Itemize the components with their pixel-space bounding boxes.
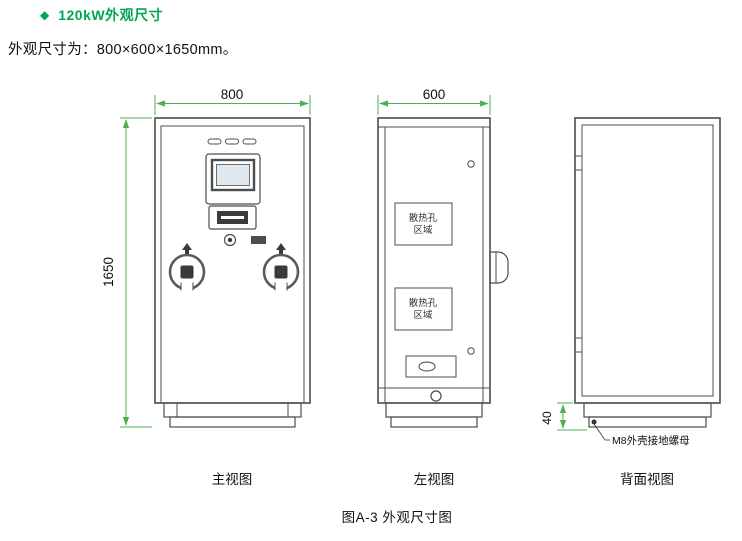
insert-arrow-icon bbox=[182, 243, 286, 254]
back-cabinet-outline bbox=[574, 117, 721, 404]
dim-base-height: 40 bbox=[540, 411, 554, 425]
figure-caption: 图A-3 外观尺寸图 bbox=[341, 510, 453, 525]
vent-label-upper-line1: 散热孔 bbox=[409, 212, 438, 224]
side-view-drawing bbox=[377, 117, 509, 428]
dim-side-depth: 600 bbox=[423, 87, 446, 102]
back-view-drawing bbox=[574, 117, 721, 441]
front-view-label: 主视图 bbox=[212, 472, 253, 487]
vent-area-lower bbox=[394, 287, 453, 331]
door-handle bbox=[489, 251, 509, 284]
label-plate bbox=[251, 236, 266, 244]
side-view-label: 左视图 bbox=[414, 472, 455, 487]
charging-gun-holster-left bbox=[168, 253, 206, 292]
hinge-mark bbox=[574, 337, 583, 353]
grounding-nut bbox=[591, 419, 597, 425]
dim-height: 1650 bbox=[101, 257, 116, 287]
section-header: ◆ 120kW外观尺寸 bbox=[40, 5, 163, 25]
hinge-mark bbox=[574, 155, 583, 171]
display-screen bbox=[205, 153, 261, 205]
back-view-label: 背面视图 bbox=[620, 472, 674, 487]
screw-icon bbox=[467, 160, 475, 168]
vent-label-upper-line2: 区域 bbox=[413, 224, 433, 236]
vent-label-lower-line1: 散热孔 bbox=[409, 297, 438, 309]
ground-note-leader-line bbox=[593, 423, 610, 441]
vent-label-lower-line2: 区域 bbox=[413, 309, 433, 321]
section-title: 120kW外观尺寸 bbox=[58, 7, 164, 23]
ground-nut-note: M8外壳接地螺母 bbox=[612, 434, 690, 447]
latch-plate bbox=[405, 355, 457, 378]
dim-front-width: 800 bbox=[221, 87, 244, 102]
overall-dimensions-text: 外观尺寸为：800×600×1650mm。 bbox=[8, 42, 238, 58]
emergency-stop-button bbox=[223, 233, 237, 247]
back-panel bbox=[581, 124, 714, 397]
cable-gland bbox=[430, 390, 442, 402]
front-base bbox=[163, 402, 302, 428]
vent-area-upper bbox=[394, 202, 453, 246]
back-base bbox=[583, 402, 712, 428]
diamond-bullet-icon: ◆ bbox=[40, 8, 50, 22]
indicator-lights-icon bbox=[207, 138, 257, 145]
dimension-lines bbox=[120, 95, 587, 431]
front-view-drawing bbox=[154, 117, 311, 428]
side-cabinet-outline bbox=[377, 117, 491, 404]
card-reader bbox=[208, 205, 257, 230]
screw-icon bbox=[467, 347, 475, 355]
charging-gun-holster-right bbox=[262, 253, 300, 292]
side-base bbox=[385, 402, 483, 428]
